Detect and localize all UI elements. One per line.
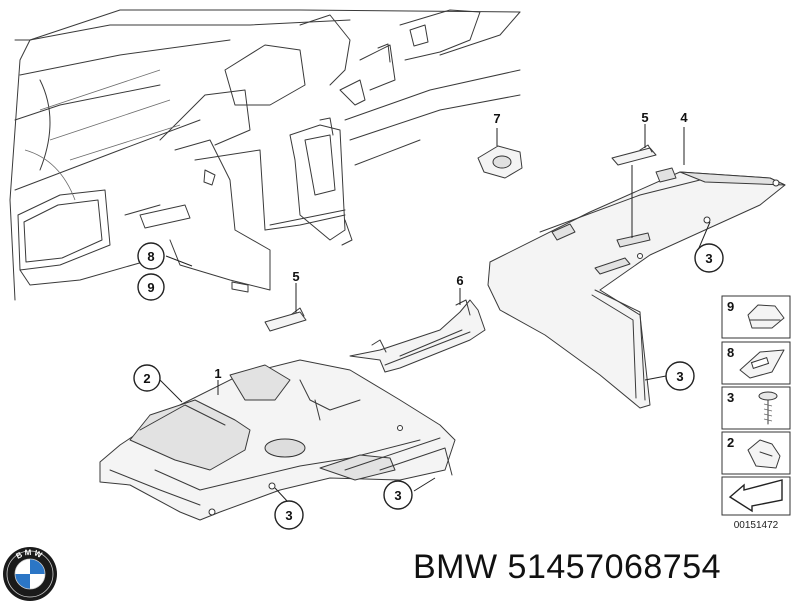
svg-text:3: 3	[676, 369, 683, 384]
svg-text:9: 9	[727, 299, 734, 314]
callout-2: 2	[133, 364, 161, 392]
part-6-bracket	[349, 299, 486, 373]
label-4: 4	[680, 110, 688, 125]
callout-8: 8	[137, 242, 165, 270]
part-5-clip-lower	[264, 307, 307, 332]
diagram-code: 00151472	[734, 520, 779, 531]
svg-text:2: 2	[143, 371, 150, 386]
dashboard-drawing	[9, 9, 521, 301]
legend-item-9: 9	[721, 295, 791, 339]
label-6: 6	[456, 273, 463, 288]
svg-text:9: 9	[147, 280, 154, 295]
label-5-lower: 5	[292, 269, 299, 284]
bmw-logo: BMW	[3, 547, 57, 601]
bmw-logo-text: BMW	[15, 548, 46, 561]
callout-3-right: 3	[665, 361, 695, 391]
label-7: 7	[493, 111, 500, 126]
svg-text:8: 8	[147, 249, 154, 264]
svg-text:8: 8	[727, 345, 734, 360]
callout-3-upper-right: 3	[694, 243, 724, 273]
legend-item-2: 2	[721, 431, 791, 475]
legend-panel: 9 8 3 2 00151472	[721, 295, 791, 531]
callout-9: 9	[137, 273, 165, 301]
callout-3-bottom-middle: 3	[383, 480, 413, 510]
label-5-upper: 5	[641, 110, 648, 125]
svg-text:2: 2	[727, 435, 734, 450]
part-number-caption: BMW 51457068754	[413, 548, 722, 586]
part-4-glovebox-panel	[487, 167, 786, 409]
svg-text:3: 3	[394, 488, 401, 503]
legend-item-8: 8	[721, 341, 791, 385]
legend-item-3: 3	[721, 386, 791, 430]
svg-text:3: 3	[727, 390, 734, 405]
svg-text:3: 3	[285, 508, 292, 523]
callout-3-bottom-left: 3	[274, 500, 304, 530]
legend-arrow-box	[721, 476, 791, 516]
label-1: 1	[214, 366, 221, 381]
part-1-glovebox-tray	[99, 359, 456, 521]
part-7-trim-bracket	[477, 145, 523, 179]
part-5-clip-upper	[611, 144, 657, 166]
svg-text:3: 3	[705, 251, 712, 266]
